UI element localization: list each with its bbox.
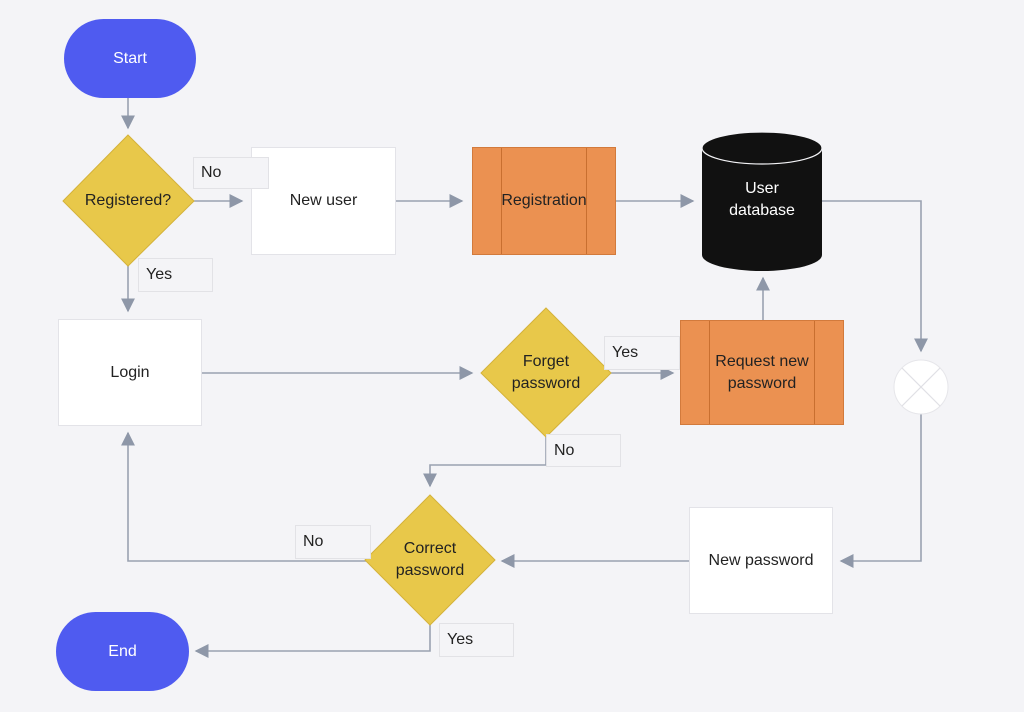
new-password-node[interactable]: New password [689, 507, 833, 614]
edge-label-forget-yes: Yes [604, 336, 680, 370]
login-label: Login [110, 363, 150, 381]
end-label: End [108, 642, 137, 660]
request-new-password-node[interactable]: Request new password [680, 320, 844, 425]
edge-label-registered-yes: Yes [138, 258, 213, 292]
registration-node[interactable]: Registration [472, 147, 616, 255]
edge-connector-newpassword [839, 414, 922, 568]
login-node[interactable]: Login [58, 319, 202, 426]
edge-correct-end [194, 625, 431, 658]
edge-label-registered-no: No [193, 157, 269, 189]
junction-connector-icon [893, 359, 949, 415]
new-user-label: New user [289, 192, 358, 209]
request-new-password-label: Request new password [715, 352, 809, 392]
registration-label: Registration [501, 192, 587, 209]
edge-label-forget-no: No [546, 434, 621, 467]
user-database-label[interactable]: User database [729, 180, 795, 219]
edge-forget-correct [423, 437, 547, 488]
start-node[interactable]: Start [64, 19, 196, 98]
edge-label-correct-no: No [295, 525, 371, 559]
new-password-label: New password [708, 551, 814, 569]
edge-database-connector [822, 200, 928, 353]
edge-correct-login [121, 431, 366, 562]
start-label: Start [113, 49, 147, 67]
end-node[interactable]: End [56, 612, 189, 691]
new-user-node[interactable]: New user [251, 147, 396, 255]
database-cylinder [701, 131, 823, 271]
decision-registered-shape [62, 134, 195, 267]
decision-correct-shape [364, 494, 496, 626]
decision-forget-shape [480, 307, 612, 438]
edge-label-correct-yes: Yes [439, 623, 514, 657]
